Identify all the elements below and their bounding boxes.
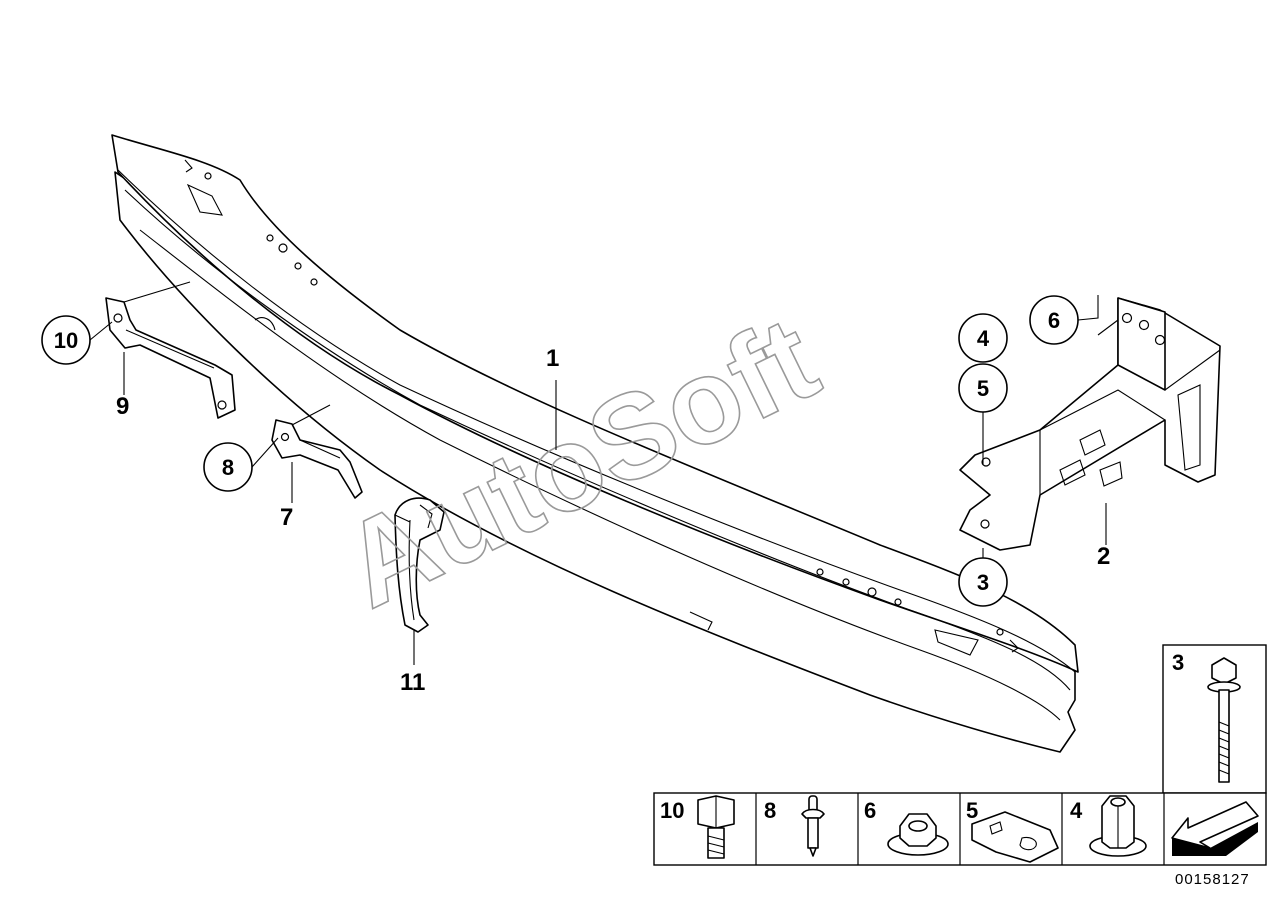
fastener-legend: 3 10 8 6 5 4 — [653, 644, 1267, 866]
legend-cell-4-label: 4 — [1070, 798, 1083, 823]
callout-8: 8 — [203, 442, 253, 492]
callout-5-label: 5 — [977, 376, 989, 401]
callout-10-label: 10 — [54, 328, 78, 353]
reference-number: 00158127 — [1175, 871, 1250, 888]
tall-flange-nut-icon — [1089, 795, 1147, 857]
callout-6-label: 6 — [1048, 308, 1060, 333]
callout-10: 10 — [41, 315, 91, 365]
legend-bolt-3-label: 3 — [1172, 650, 1184, 675]
callout-3: 3 — [958, 557, 1008, 607]
callout-3-label: 3 — [977, 570, 989, 595]
leader-lines — [89, 281, 1119, 665]
hex-bolt-icon — [697, 795, 735, 859]
callout-6: 6 — [1029, 295, 1079, 345]
long-bolt-icon — [1207, 657, 1241, 783]
legend-cell-8-label: 8 — [764, 798, 776, 823]
bracket-7 — [271, 419, 363, 499]
label-part-7: 7 — [280, 504, 293, 531]
label-part-1: 1 — [546, 345, 559, 372]
label-part-2: 2 — [1097, 543, 1110, 570]
rivet-icon — [801, 795, 825, 857]
legend-cell-5-label: 5 — [966, 798, 978, 823]
direction-arrow-icon — [1171, 801, 1259, 856]
callout-4: 4 — [958, 313, 1008, 363]
bracket-9 — [105, 297, 236, 419]
bumper-carrier — [111, 134, 1079, 753]
legend-cell-10-label: 10 — [660, 798, 684, 823]
label-part-11: 11 — [400, 669, 425, 696]
callout-5: 5 — [958, 363, 1008, 413]
flange-nut-icon — [887, 813, 949, 856]
clip-11 — [394, 497, 445, 633]
callout-4-label: 4 — [977, 326, 990, 351]
crash-box-2 — [959, 297, 1221, 551]
legend-cell-6-label: 6 — [864, 798, 876, 823]
clip-nut-plate-icon — [971, 811, 1059, 863]
callout-8-label: 8 — [222, 455, 234, 480]
label-part-9: 9 — [116, 393, 129, 420]
